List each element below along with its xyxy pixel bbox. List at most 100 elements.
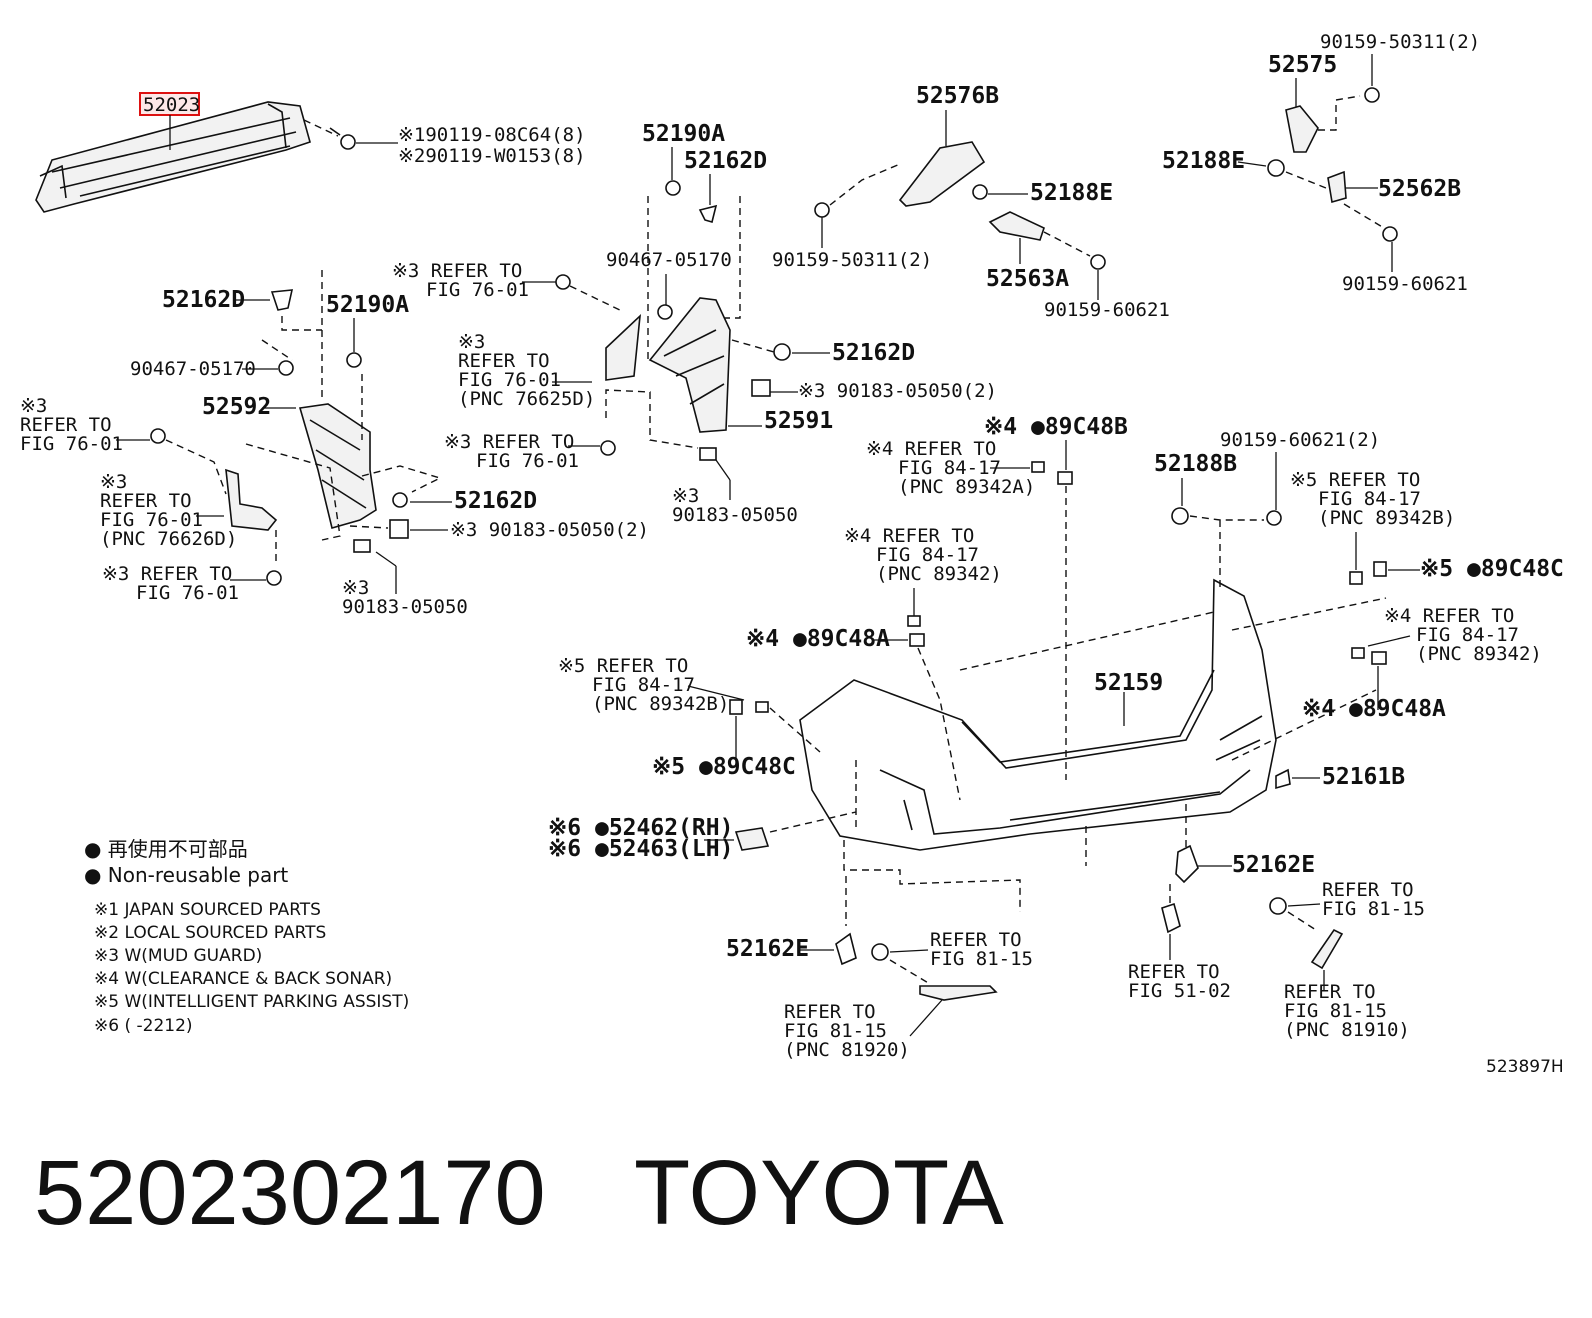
sensor-icon (907, 615, 921, 627)
callout-52190A-top[interactable]: 52190A (642, 121, 725, 147)
callout-90467-05170-left[interactable]: 90467-05170 (130, 358, 256, 380)
callout-89C48A-l[interactable]: ※4 ●89C48A (746, 626, 890, 652)
callout-90159-60621-r[interactable]: 90159-60621(2) (1220, 429, 1380, 451)
callout-52162D-mid[interactable]: 52162D (454, 488, 537, 514)
callout-ref-81920-1[interactable]: REFER TO (784, 1001, 876, 1023)
callout-ref3-e-2[interactable]: REFER TO (100, 490, 192, 512)
callout-90183-2-right[interactable]: ※3 90183-05050(2) (798, 380, 997, 402)
callout-ref-51-02-2[interactable]: FIG 51-02 (1128, 980, 1231, 1002)
nut-icon (751, 379, 771, 397)
callout-ref3-e-3[interactable]: FIG 76-01 (100, 509, 203, 531)
callout-ref-81-15-m-2[interactable]: FIG 81-15 (930, 948, 1033, 970)
callout-ref4-c-1[interactable]: ※4 REFER TO (1384, 605, 1514, 627)
callout-ref4-c-3[interactable]: (PNC 89342) (1416, 643, 1542, 665)
callout-ref3-c-1[interactable]: ※3 (458, 331, 485, 353)
callout-ref3-f-1[interactable]: ※3 REFER TO (102, 563, 232, 585)
callout-ref4-b-2[interactable]: FIG 84-17 (876, 544, 979, 566)
callout-89C48A-r[interactable]: ※4 ●89C48A (1302, 696, 1446, 722)
callout-ref3-a-1[interactable]: ※3 REFER TO (392, 260, 522, 282)
callout-52188E-tr[interactable]: 52188E (1162, 148, 1245, 174)
callout-52159[interactable]: 52159 (1094, 670, 1163, 696)
callout-52591[interactable]: 52591 (764, 408, 833, 434)
callout-52023[interactable]: 52023 (143, 94, 200, 116)
callout-ref-81920-2[interactable]: FIG 81-15 (784, 1020, 887, 1042)
callout-90159-50311-mid[interactable]: 90159-50311(2) (772, 249, 932, 271)
callout-52188B[interactable]: 52188B (1154, 451, 1237, 477)
bolt-icon (1382, 226, 1398, 242)
callout-ref3-b-2[interactable]: REFER TO (20, 414, 112, 436)
callout-52463[interactable]: ※6 ●52463(LH) (548, 836, 733, 862)
callout-90159-60621-mid[interactable]: 90159-60621 (1044, 299, 1170, 321)
callout-ref-81920-3[interactable]: (PNC 81920) (784, 1039, 910, 1061)
callout-ref5-b-1[interactable]: ※5 REFER TO (558, 655, 688, 677)
sensor-icon (1031, 461, 1045, 473)
callout-ref-81910-1[interactable]: REFER TO (1284, 981, 1376, 1003)
callout-ref4-b-1[interactable]: ※4 REFER TO (844, 525, 974, 547)
callout-ref4-a-1[interactable]: ※4 REFER TO (866, 438, 996, 460)
callout-52575[interactable]: 52575 (1268, 52, 1337, 78)
mudguard-liner-52592-part (298, 403, 377, 529)
callout-ref4-a-3[interactable]: (PNC 89342A) (898, 476, 1035, 498)
reflector-81920-part (919, 985, 998, 1001)
callout-52162E-r[interactable]: 52162E (1232, 852, 1315, 878)
legend-note-4: ※4 W(CLEARANCE & BACK SONAR) (94, 969, 392, 989)
callout-52161B[interactable]: 52161B (1322, 764, 1405, 790)
callout-ref5-a-3[interactable]: (PNC 89342B) (1318, 507, 1455, 529)
callout-89C48C-l[interactable]: ※5 ●89C48C (652, 754, 796, 780)
nut-icon (699, 447, 717, 461)
callout-52162D-left[interactable]: 52162D (162, 287, 245, 313)
callout-ref3-c-2[interactable]: REFER TO (458, 350, 550, 372)
callout-90119-08C64[interactable]: ※190119-08C64(8) (398, 124, 586, 146)
callout-90183-left-1[interactable]: ※3 (342, 577, 369, 599)
bracket-52575-part (1285, 105, 1319, 153)
callout-ref4-a-2[interactable]: FIG 84-17 (898, 457, 1001, 479)
callout-ref5-a-1[interactable]: ※5 REFER TO (1290, 469, 1420, 491)
callout-ref3-a-2[interactable]: FIG 76-01 (426, 279, 529, 301)
callout-52162D-top[interactable]: 52162D (684, 148, 767, 174)
callout-ref-51-02-1[interactable]: REFER TO (1128, 961, 1220, 983)
callout-ref3-c-3[interactable]: FIG 76-01 (458, 369, 561, 391)
callout-ref3-c-4[interactable]: (PNC 76625D) (458, 388, 595, 410)
callout-ref5-a-2[interactable]: FIG 84-17 (1318, 488, 1421, 510)
callout-52562B[interactable]: 52562B (1378, 176, 1461, 202)
callout-90183-right-2[interactable]: 90183-05050 (672, 504, 798, 526)
callout-ref5-b-3[interactable]: (PNC 89342B) (592, 693, 729, 715)
callout-ref-81-15-r-1[interactable]: REFER TO (1322, 879, 1414, 901)
callout-ref3-e-1[interactable]: ※3 (100, 471, 127, 493)
callout-ref-81-15-r-2[interactable]: FIG 81-15 (1322, 898, 1425, 920)
callout-ref3-d-2[interactable]: FIG 76-01 (476, 450, 579, 472)
callout-90159-60621-tr[interactable]: 90159-60621 (1342, 273, 1468, 295)
callout-ref3-f-2[interactable]: FIG 76-01 (136, 582, 239, 604)
callout-ref-81-15-m-1[interactable]: REFER TO (930, 929, 1022, 951)
callout-89C48C-r[interactable]: ※5 ●89C48C (1420, 556, 1564, 582)
callout-ref3-e-4[interactable]: (PNC 76626D) (100, 528, 237, 550)
bolt-icon (1090, 254, 1106, 270)
callout-ref3-b-3[interactable]: FIG 76-01 (20, 433, 123, 455)
callout-90159-50311-tr[interactable]: 90159-50311(2) (1320, 31, 1480, 53)
retainer-52462-part (734, 827, 770, 851)
callout-52563A[interactable]: 52563A (986, 266, 1069, 292)
legend-dot-jp: ● 再使用不可部品 (84, 837, 248, 861)
callout-52592[interactable]: 52592 (202, 394, 271, 420)
callout-90183-2-left[interactable]: ※3 90183-05050(2) (450, 519, 649, 541)
callout-52462[interactable]: ※6 ●52462(RH) (548, 815, 733, 841)
callout-ref4-b-3[interactable]: (PNC 89342) (876, 563, 1002, 585)
callout-ref3-b-1[interactable]: ※3 (20, 395, 47, 417)
callout-52162D-right[interactable]: 52162D (832, 340, 915, 366)
nut-icon (346, 352, 362, 368)
callout-ref5-b-2[interactable]: FIG 84-17 (592, 674, 695, 696)
callout-52190A-left[interactable]: 52190A (326, 292, 409, 318)
callout-ref4-c-2[interactable]: FIG 84-17 (1416, 624, 1519, 646)
callout-90183-left-2[interactable]: 90183-05050 (342, 596, 468, 618)
callout-90467-05170-top[interactable]: 90467-05170 (606, 249, 732, 271)
callout-52162E-l[interactable]: 52162E (726, 936, 809, 962)
callout-ref-81910-3[interactable]: (PNC 81910) (1284, 1019, 1410, 1041)
callout-ref-81910-2[interactable]: FIG 81-15 (1284, 1000, 1387, 1022)
callout-89C48B[interactable]: ※4 ●89C48B (984, 414, 1128, 440)
callout-ref3-d-1[interactable]: ※3 REFER TO (444, 431, 574, 453)
callout-90119-W0153[interactable]: ※290119-W0153(8) (398, 145, 586, 167)
callout-52188E-mid[interactable]: 52188E (1030, 180, 1113, 206)
callout-52576B[interactable]: 52576B (916, 83, 999, 109)
clip-icon (1171, 507, 1189, 525)
callout-90183-right-1[interactable]: ※3 (672, 485, 699, 507)
